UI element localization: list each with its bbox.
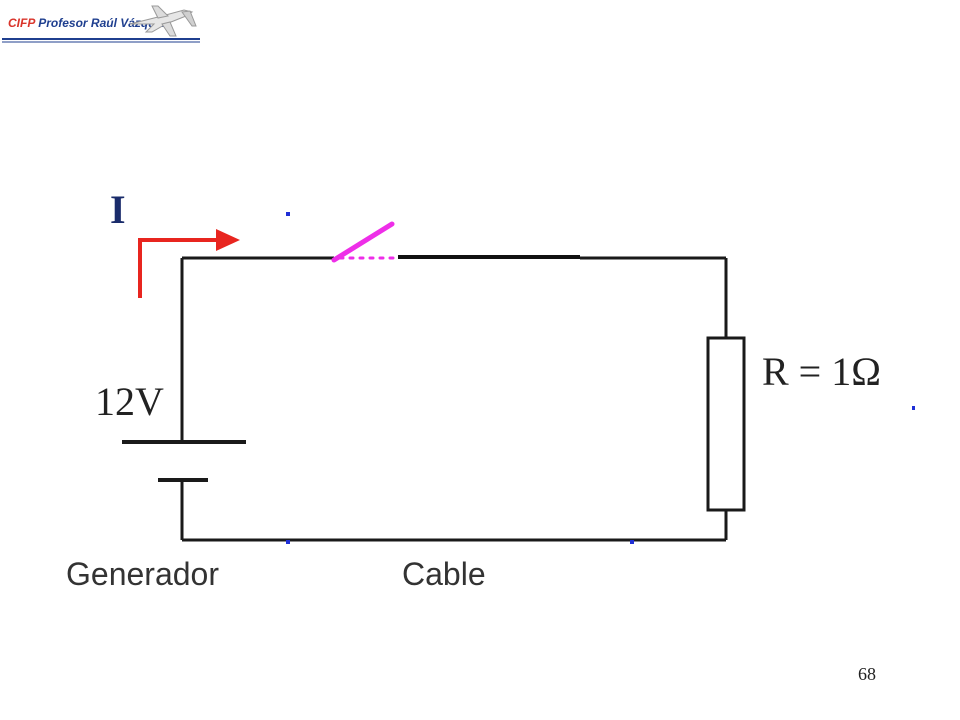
marker-dot — [286, 540, 290, 544]
current-arrow — [138, 238, 222, 298]
header-logo: CIFP Profesor Raúl Vázquez — [2, 2, 202, 46]
page-number: 68 — [858, 664, 876, 684]
current-arrow-head — [216, 229, 240, 251]
cable-label: Cable — [402, 556, 486, 592]
marker-dot — [286, 212, 290, 216]
switch-lever — [331, 221, 395, 263]
logo-prefix: CIFP — [8, 16, 35, 30]
generator-label: Generador — [66, 556, 219, 592]
resistance-label: R = 1Ω — [762, 349, 881, 394]
current-label: I — [110, 187, 126, 232]
resistor — [706, 336, 746, 512]
airplane-icon — [129, 5, 197, 37]
marker-dot — [630, 540, 634, 544]
logo-name: Profesor Raúl Vázquez — [38, 16, 169, 30]
voltage-label: 12V — [95, 379, 164, 424]
logo-text: CIFP Profesor Raúl Vázquez — [8, 16, 168, 30]
marker-dot — [912, 406, 915, 410]
logo-underline — [2, 38, 200, 43]
